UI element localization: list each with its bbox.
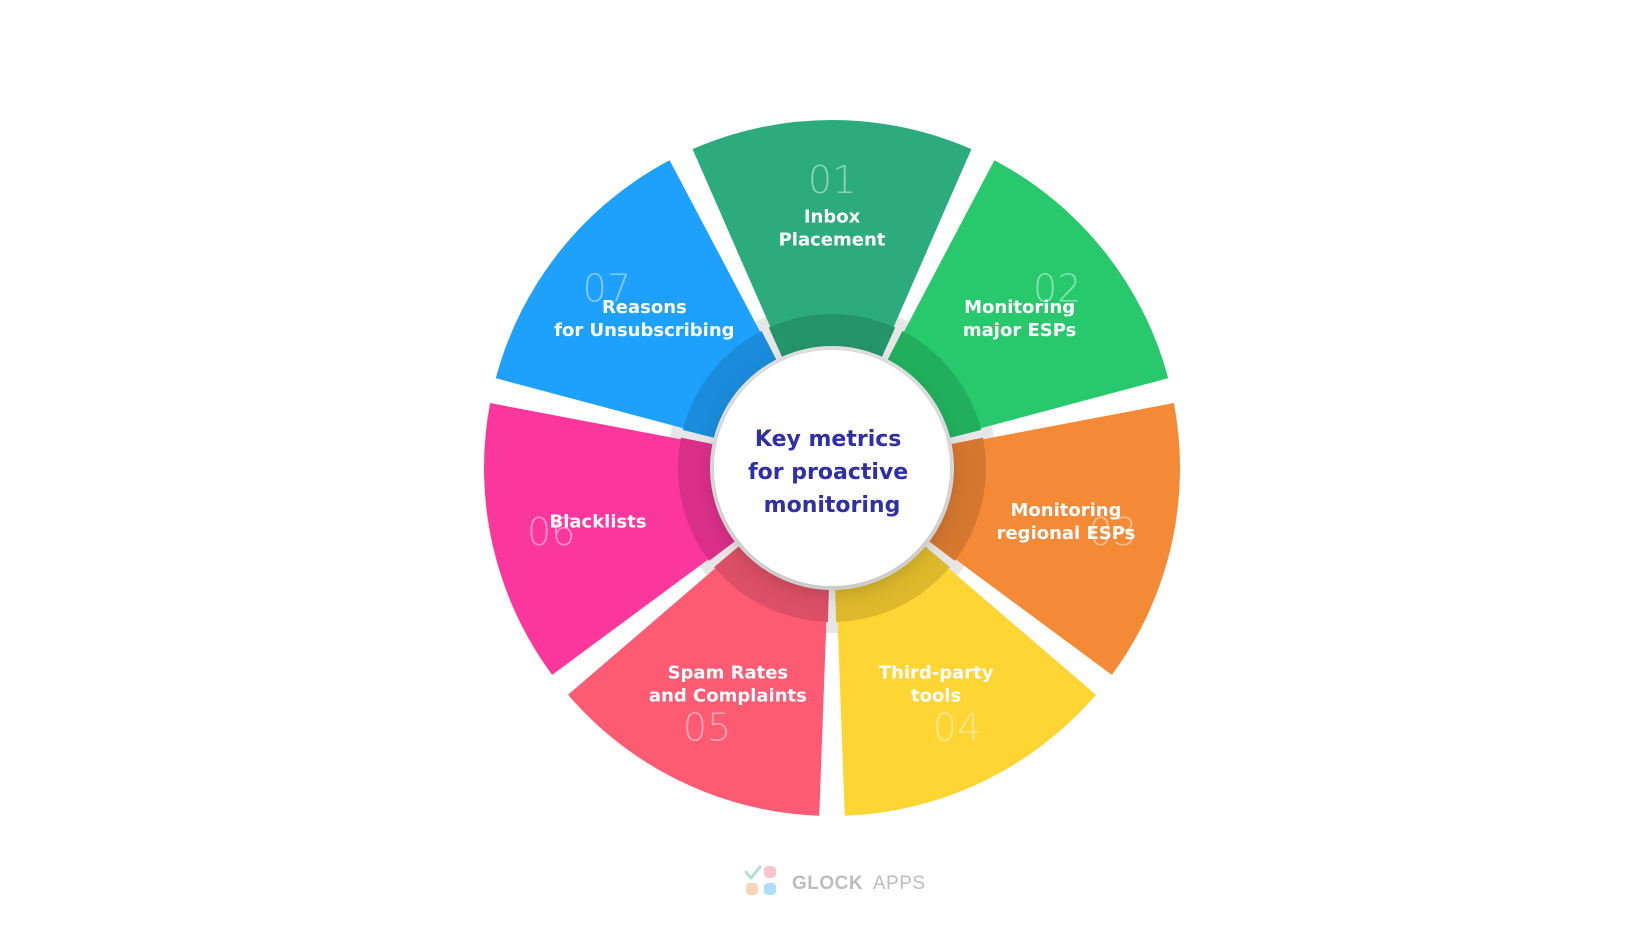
segment-04-ring [835, 546, 950, 622]
segment-04-label-line-1: Third-party [879, 663, 994, 684]
segment-06-label: Blacklists [549, 511, 646, 532]
segment-05-number: 05 [683, 705, 731, 749]
segment-06-ring [678, 437, 735, 561]
segment-03-wedge [952, 403, 1180, 675]
logo-suffix-text: APPS [873, 873, 926, 894]
segment-07-ring-shade [682, 331, 777, 438]
segment-01-ring-shade [768, 314, 896, 357]
glock-apps-logo: GLOCK APPS [744, 865, 926, 895]
segment-04-wedge [837, 565, 1096, 816]
segment-01-ring [768, 314, 896, 357]
segment-03-number: 03 [1089, 510, 1137, 554]
segment-01-number: 01 [808, 158, 856, 202]
segment-01-label-line-1: Inbox [804, 207, 861, 228]
segment-05-wedge [568, 565, 827, 816]
segment-02-number: 02 [1033, 266, 1081, 310]
segment-07-label-line-1: Reasons [602, 297, 687, 318]
segment-02-ring-shade [887, 331, 982, 438]
segment-05-ring-shade [714, 546, 829, 622]
segment-06-wedge [483, 403, 712, 675]
segment-06-label-line-1: Blacklists [549, 511, 646, 532]
center-title-line-1: Key metrics [755, 427, 901, 452]
segment-07-label-line-2: for Unsubscribing [554, 320, 734, 341]
segment-05-ring [714, 546, 829, 622]
segment-01-label-line-2: Placement [779, 230, 886, 251]
center-title-line-2: for proactive [748, 460, 908, 485]
center-title: Key metrics for proactive monitoring [748, 427, 916, 518]
segment-07-wedge [495, 160, 763, 430]
segment-07-ring [682, 331, 777, 438]
segment-06-ring-shade [678, 437, 735, 561]
segment-02-wedge [901, 160, 1169, 430]
segment-03-label-line-2: regional ESPs [997, 523, 1136, 544]
segment-02-label-line-2: major ESPs [963, 320, 1076, 341]
segment-03-ring-shade [929, 437, 987, 561]
segment-05-label-line-1: Spam Rates [668, 663, 789, 684]
segment-04-ring-shade [835, 546, 950, 622]
logo-brand-text: GLOCK [792, 873, 863, 894]
glock-apps-logo-icon [744, 865, 776, 895]
segment-04-number: 04 [933, 705, 981, 749]
segment-06-number: 06 [527, 510, 575, 554]
segment-07-number: 07 [583, 266, 631, 310]
segment-02-ring [887, 331, 982, 438]
segment-03-label-line-1: Monitoring [1010, 500, 1121, 521]
segment-04-label-line-2: tools [911, 686, 961, 707]
segment-03-ring [929, 437, 987, 561]
segment-02-label-line-1: Monitoring [964, 297, 1075, 318]
segment-01-wedge [692, 120, 972, 331]
center-title-line-3: monitoring [764, 493, 901, 518]
svg-text:GLOCK APPS: GLOCK APPS [792, 873, 926, 894]
center-circle [714, 350, 950, 586]
segment-05-label-line-2: and Complaints [649, 686, 807, 707]
